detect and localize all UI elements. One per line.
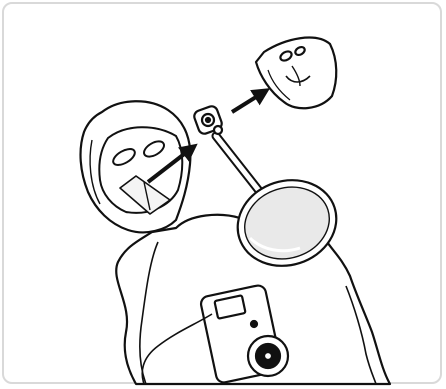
control-box	[199, 284, 290, 384]
removed-face-mask	[254, 36, 338, 110]
airway-adapter	[193, 105, 224, 136]
face-mask-on-head	[98, 126, 184, 215]
mirror-on-stand	[211, 131, 338, 267]
arrow-from-head-to-adapter	[146, 143, 198, 184]
arrows	[146, 88, 271, 184]
arrow-from-adapter-to-face-mask	[230, 88, 271, 114]
connection-cable	[141, 313, 213, 385]
